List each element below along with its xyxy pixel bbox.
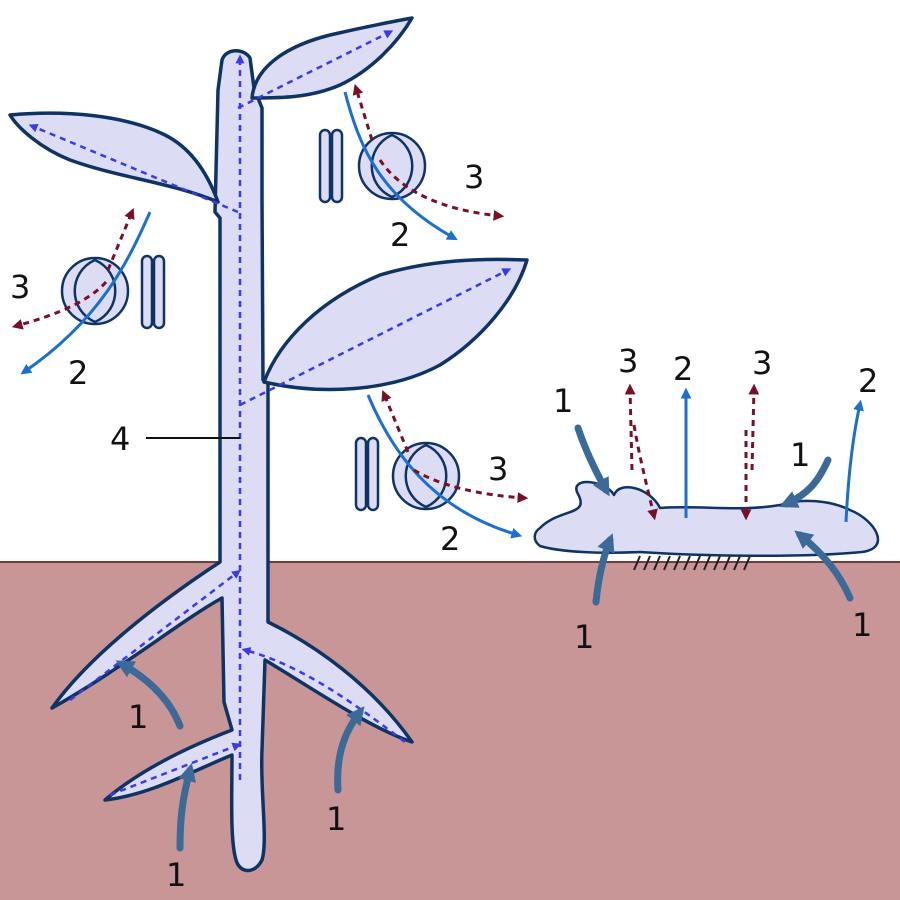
exchange-arrow-middle-right-out	[413, 468, 529, 503]
flow-leaf-upper-left	[28, 123, 239, 214]
uptake-arrow-root-left	[115, 660, 184, 730]
stomata-group-upper-left	[60, 254, 166, 330]
uptake-arrow-thallus-top-right	[779, 456, 832, 508]
uptake-arrow-thallus-bottom-right	[794, 530, 854, 602]
label-exchange-upper-left: 3	[10, 268, 30, 306]
label-uptake-root-bottom: 1	[166, 856, 186, 894]
uptake-arrow-thallus-top-left	[574, 424, 610, 497]
stoma-side-view	[354, 436, 380, 512]
uptake-arrow-root-bottom	[176, 762, 196, 852]
exchange-arrow-thallus-right-up	[748, 383, 760, 471]
label-transpiration-top-right: 2	[390, 216, 410, 254]
transpiration-arrow-thallus-right	[844, 399, 864, 523]
root-uptake-arrows	[115, 660, 365, 852]
label-uptake-thallus-top-right: 1	[790, 436, 810, 474]
label-uptake-thallus-bottom-right: 1	[852, 606, 872, 644]
label-transpiration-thallus-right: 2	[858, 362, 878, 400]
exchange-arrow-middle-right-in	[381, 390, 410, 453]
transpiration-arrow-upper-left	[20, 211, 152, 375]
label-vascular: 4	[110, 420, 130, 458]
flow-root-left-upper	[69, 569, 241, 701]
label-transpiration-upper-left: 2	[68, 354, 88, 392]
thallus-body	[533, 480, 880, 558]
rhizoids	[633, 555, 751, 571]
exchange-arrow-thallus-left-down	[632, 424, 658, 521]
label-uptake-thallus-top-left: 1	[553, 382, 573, 420]
thallus-transpiration-arrows	[680, 387, 864, 523]
flow-root-right	[241, 647, 406, 743]
leaf-middle-right	[262, 257, 529, 392]
label-uptake-thallus-bottom-left: 1	[574, 618, 594, 656]
stomata-group-top-right	[318, 128, 427, 204]
exchange-arrow-top-right-out	[378, 159, 505, 221]
label-exchange-top-right: 3	[464, 158, 484, 196]
label-uptake-root-right: 1	[326, 800, 346, 838]
stoma-side-view	[318, 128, 344, 204]
flow-root-left-lower	[109, 742, 242, 797]
exchange-arrows-stomata	[11, 83, 529, 503]
thallus-exchange-arrows	[624, 383, 760, 521]
number-labels: 1 1 1 1 1 1 1 2 2 2 2 2 3 3 3 3 3 4	[10, 158, 878, 894]
exchange-arrow-thallus-left-up	[624, 383, 636, 471]
leaf-upper-left	[8, 111, 220, 204]
label-transpiration-thallus-left: 2	[673, 350, 693, 388]
uptake-arrow-thallus-bottom-left	[592, 533, 615, 606]
label-exchange-middle-right: 3	[488, 450, 508, 488]
stoma-guard-cells	[357, 131, 427, 201]
label-transpiration-middle-right: 2	[440, 520, 460, 558]
label-exchange-thallus-right: 3	[752, 344, 772, 382]
transpiration-arrows-stomata	[20, 91, 523, 539]
stoma-side-view	[140, 254, 166, 330]
thallus-uptake-arrows	[574, 424, 854, 606]
leaf-top-right	[250, 16, 414, 100]
transpiration-arrow-top-right	[343, 91, 458, 241]
transpiration-arrow-middle-right	[366, 394, 523, 539]
label-exchange-thallus-left: 3	[618, 342, 638, 380]
exchange-arrow-top-right-in	[352, 83, 374, 141]
label-uptake-root-left: 1	[128, 698, 148, 736]
vascular-flow-arrows	[28, 30, 512, 797]
uptake-arrow-root-right	[334, 706, 365, 794]
